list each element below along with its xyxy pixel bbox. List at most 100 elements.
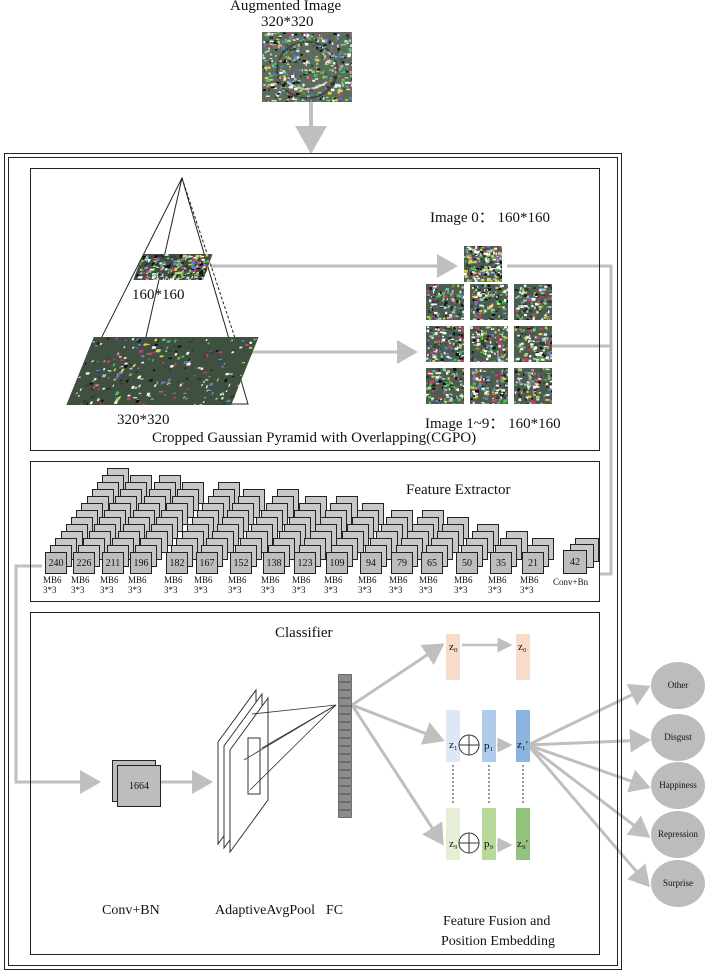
p1-bar (482, 710, 496, 762)
pyramid-top-label: 160*160 (132, 287, 185, 303)
grid-image-4 (426, 326, 464, 362)
feature-block: 138 (263, 552, 285, 574)
fc-cell (338, 690, 352, 698)
fc-cell (338, 754, 352, 762)
fc-cell (338, 786, 352, 794)
to-other-arrow (527, 684, 651, 747)
output-class-disgust: Disgust (651, 714, 705, 761)
grid-image-7 (426, 368, 464, 404)
feature-block: 94 (360, 552, 382, 574)
pyramid-top-image (133, 254, 213, 280)
z9-bar (446, 808, 460, 860)
feature-block: 79 (391, 552, 413, 574)
fc-cell (338, 674, 352, 682)
fc-cell (338, 714, 352, 722)
outer-frame-inner (8, 157, 618, 966)
image0-label: Image 0： 160*160 (430, 210, 550, 226)
to-happiness-arrow (527, 743, 651, 793)
input-title: Augmented Image (230, 0, 342, 14)
grid-image-6 (514, 326, 552, 362)
cgpo-panel (30, 168, 600, 451)
fc-cell (338, 802, 352, 810)
feature-block: 35 (490, 552, 512, 574)
z0-bar (446, 634, 460, 680)
conv-bn-label: Conv+BN (102, 903, 160, 918)
outer-frame (4, 153, 622, 970)
z1-bar (446, 710, 460, 762)
fc-cell (338, 770, 352, 778)
image0-thumbnail (464, 246, 502, 282)
pyramid-bottom-image (66, 337, 259, 405)
fc-cell (338, 698, 352, 706)
grid-image-8 (470, 368, 508, 404)
z0-out-bar (516, 634, 530, 680)
grid-image-3 (514, 284, 552, 320)
grid-image-9 (514, 368, 552, 404)
feature-block: 240 (45, 552, 67, 574)
feature-block: 226 (73, 552, 95, 574)
to-disgust-arrow (527, 728, 651, 753)
adaptive-avg-pool-label: AdaptiveAvgPool (215, 903, 316, 918)
z9-out-token: z₉′ (517, 838, 529, 850)
classifier-panel (30, 612, 600, 955)
input-size: 320*320 (261, 14, 314, 30)
p9-token: p₉ (484, 838, 494, 850)
classifier-title: Classifier (275, 625, 333, 641)
output-class-repression: Repression (651, 811, 705, 858)
feature-extractor-panel (30, 461, 600, 602)
fc-cell (338, 682, 352, 690)
fc-cell (338, 794, 352, 802)
fc-layer (338, 674, 352, 818)
output-class-surprise: Surprise (651, 860, 705, 907)
conv-block: 1664 (117, 765, 161, 807)
image19-label: Image 1~9： 160*160 (425, 416, 561, 432)
image0-route (507, 264, 613, 576)
feature-block: 182 (166, 552, 188, 574)
pyramid-bottom-label: 320*320 (117, 412, 170, 428)
z1-token: z₁ (449, 739, 458, 751)
feature-block: 65 (421, 552, 443, 574)
feature-block: 167 (196, 552, 218, 574)
fc-to-z1-arrow (351, 703, 445, 745)
feature-block: 50 (456, 552, 478, 574)
grid-image-5 (470, 326, 508, 362)
grid-image-2 (470, 284, 508, 320)
to-surprise-arrow (526, 744, 650, 888)
fc-label: FC (326, 903, 344, 918)
to-repression-arrow (527, 743, 651, 838)
output-class-happiness: Happiness (651, 762, 705, 809)
z9-token: z₉ (449, 838, 458, 850)
feature-block: 21 (522, 552, 544, 574)
cgpo-caption: Cropped Gaussian Pyramid with Overlappin… (152, 430, 477, 446)
grid-image-1 (426, 284, 464, 320)
z1-out-token: z₁′ (517, 739, 529, 751)
augmented-face-image (262, 32, 352, 102)
z0-out-token: z₀ (518, 641, 527, 653)
p1-token: p₁ (484, 740, 494, 752)
fc-cell (338, 778, 352, 786)
feature-block: 109 (326, 552, 348, 574)
z9-out-bar (516, 808, 530, 860)
fc-cell (338, 730, 352, 738)
feature-block: 196 (130, 552, 152, 574)
feature-extractor-title: Feature Extractor (406, 482, 511, 498)
z0-token: z₀ (449, 641, 458, 653)
conv-bn-first-block: 42 (563, 550, 587, 574)
extractor-to-classifier-arrow (14, 564, 101, 794)
